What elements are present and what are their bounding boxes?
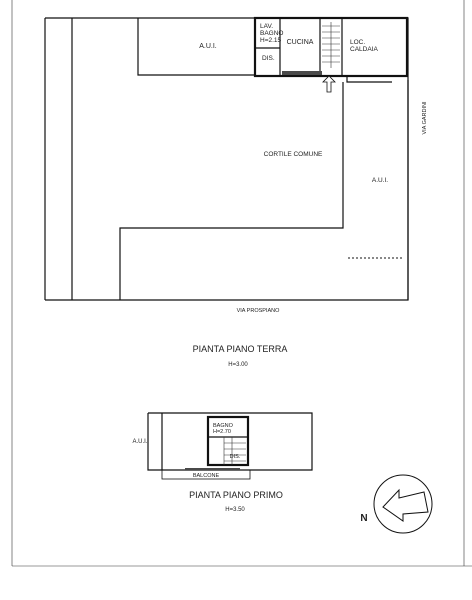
stair-ground bbox=[322, 22, 340, 68]
first-floor-title: PIANTA PIANO PRIMO bbox=[189, 490, 283, 500]
room-label-cortile: CORTILE COMUNE bbox=[264, 151, 323, 158]
room-label-aui-first: A.U.I. bbox=[132, 439, 147, 445]
stair-first bbox=[223, 437, 246, 465]
room-label-caldaia: CALDAIA bbox=[350, 46, 378, 53]
front-wall-hatch bbox=[282, 71, 322, 75]
street-label-prospiano: VIA PROSPIANO bbox=[237, 308, 281, 314]
room-label-lav: LAV. bbox=[260, 23, 273, 30]
ground-floor-height: H=3.00 bbox=[228, 362, 248, 368]
room-label-bagno: BAGNO bbox=[260, 30, 283, 37]
room-label-cucina: CUCINA bbox=[287, 39, 314, 46]
first-floor-outline bbox=[147, 412, 313, 471]
first-floor-height: H=3.50 bbox=[225, 507, 245, 513]
street-label-gardini: VIA GARDINI bbox=[422, 101, 428, 134]
room-label-bagno-first-height: H=2.70 bbox=[213, 429, 231, 435]
aui-left-block bbox=[137, 18, 256, 76]
room-label-loc: LOC. bbox=[350, 39, 365, 46]
first-floor-stair-box bbox=[206, 415, 250, 467]
room-label-dis-first: DIS. bbox=[230, 454, 241, 460]
room-label-aui-left: A.U.I. bbox=[199, 43, 217, 50]
room-label-dis: DIS. bbox=[262, 55, 275, 62]
room-label-aui-right: A.U.I. bbox=[372, 177, 388, 184]
house-block bbox=[253, 16, 409, 78]
room-label-bagno-first: BAGNO bbox=[213, 423, 234, 429]
room-label-balcone: BALCONE bbox=[193, 473, 220, 479]
right-annex bbox=[346, 76, 392, 83]
courtyard-boundary bbox=[119, 82, 344, 300]
first-floor-plan: A.U.I. BAGNO H=2.70 DIS. BALCONE PIANTA … bbox=[132, 412, 313, 513]
balcony-wall-hatch bbox=[185, 468, 240, 470]
north-arrow-icon bbox=[382, 488, 429, 522]
entrance-arrow-icon bbox=[322, 75, 336, 93]
ground-floor-title: PIANTA PIANO TERRA bbox=[193, 344, 288, 354]
north-arrow: N bbox=[360, 474, 433, 534]
north-arrow-circle bbox=[373, 474, 433, 534]
north-letter: N bbox=[360, 513, 367, 524]
ground-floor-plan: A.U.I. LAV. BAGNO H=2.15 DIS. CUCINA LOC… bbox=[44, 16, 428, 368]
room-label-bagno-height: H=2.15 bbox=[260, 37, 282, 44]
